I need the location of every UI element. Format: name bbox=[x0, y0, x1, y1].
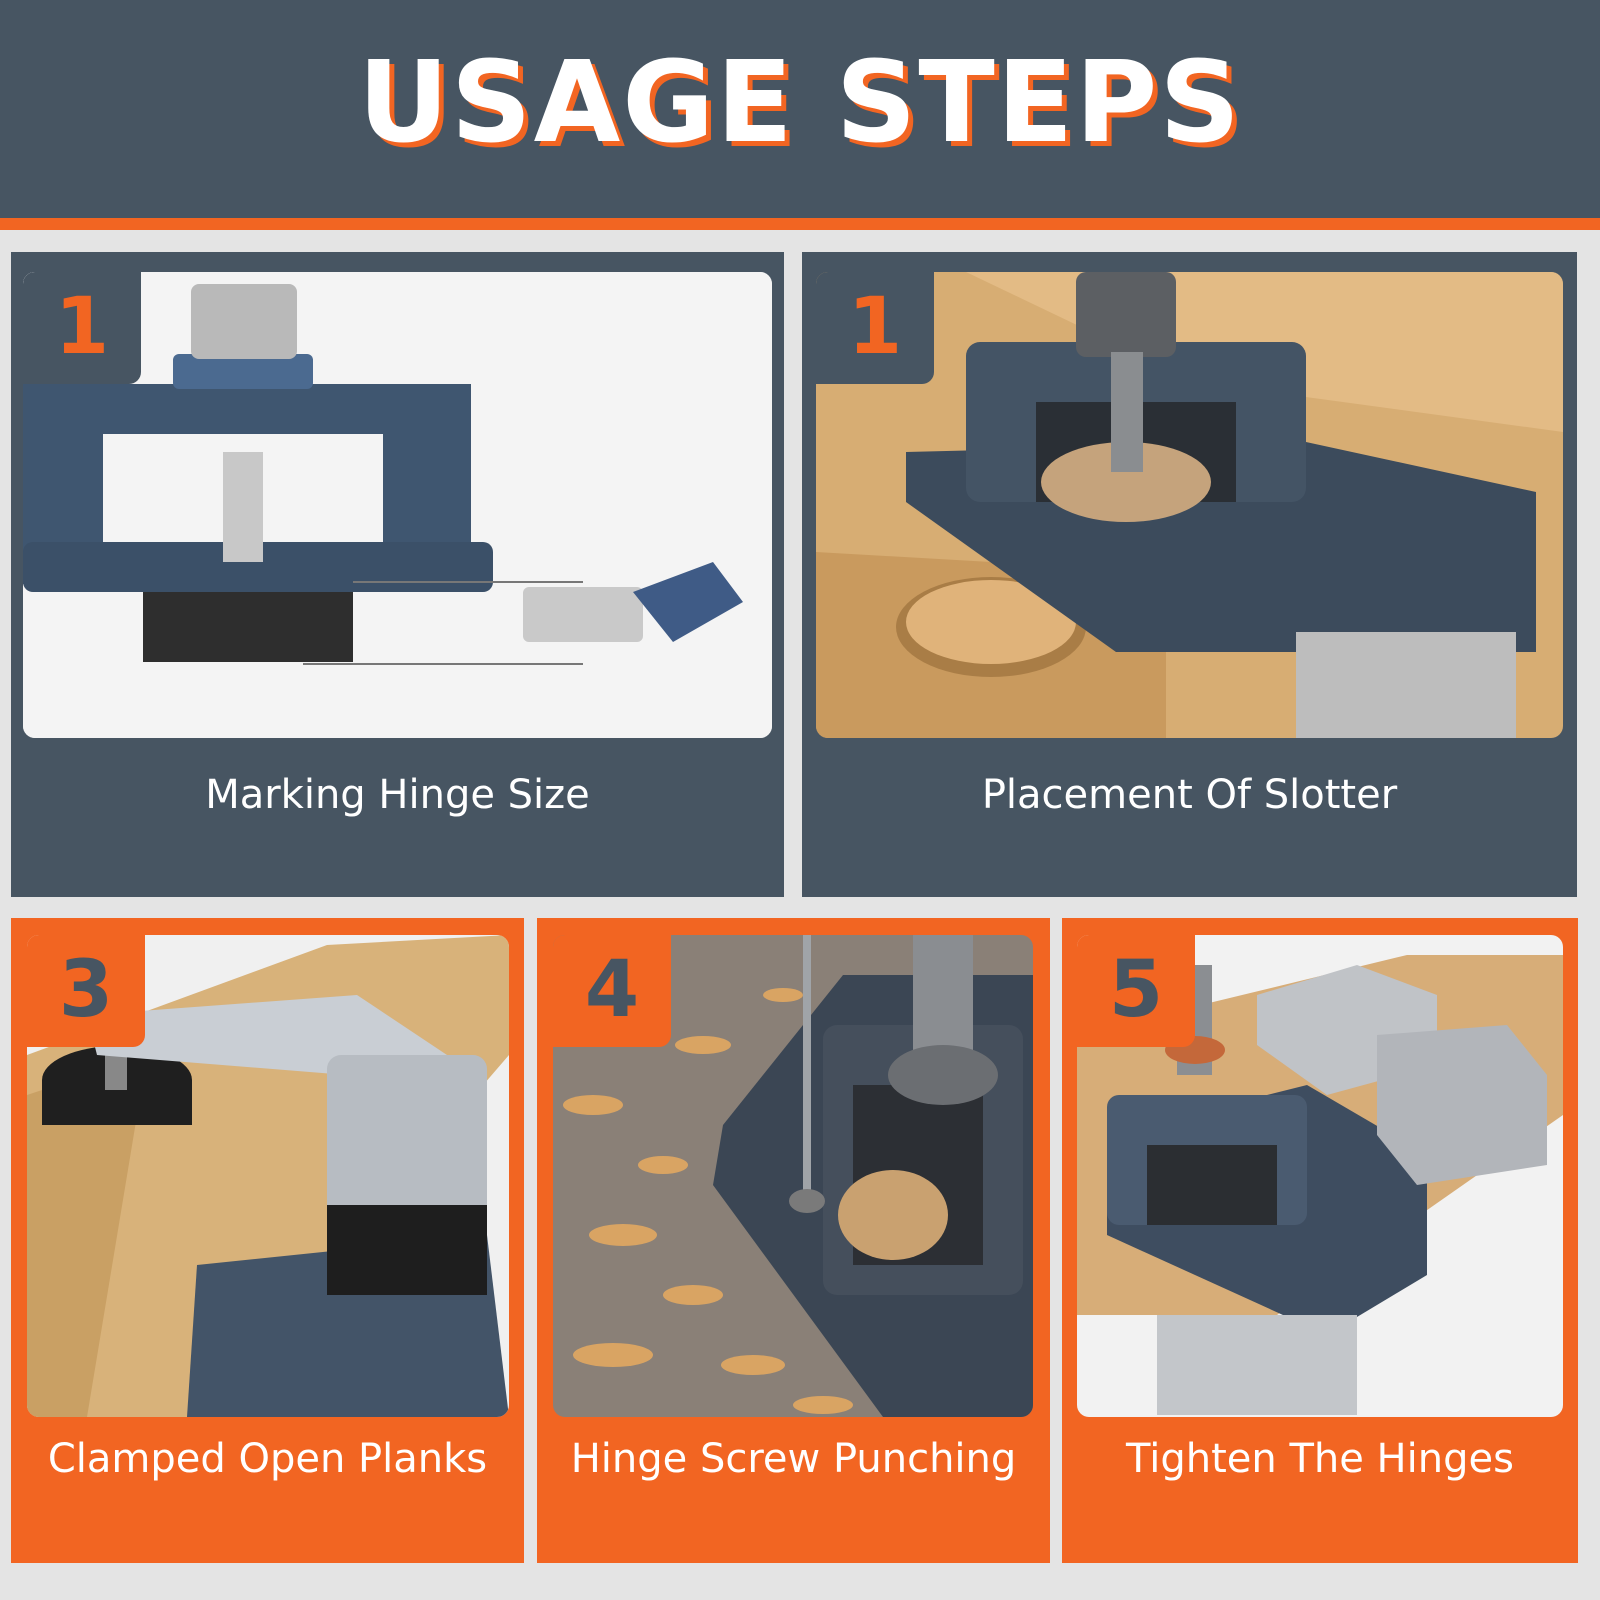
page-title: USAGE STEPS bbox=[357, 38, 1243, 168]
step-number-badge: 4 bbox=[553, 935, 671, 1047]
step-number-badge: 5 bbox=[1077, 935, 1195, 1047]
step-number-badge: 3 bbox=[27, 935, 145, 1047]
step-photo-4: 4 bbox=[553, 935, 1033, 1417]
step-photo-5: 5 bbox=[1077, 935, 1563, 1417]
step-number-badge: 1 bbox=[23, 272, 141, 384]
step-caption: Tighten The Hinges bbox=[1126, 1436, 1514, 1482]
step-caption: Marking Hinge Size bbox=[205, 772, 590, 818]
step-card-3: 3 Clamped Open Planks bbox=[11, 918, 524, 1563]
step-card-5: 5 Tighten The Hinges bbox=[1062, 918, 1578, 1563]
step-caption: Clamped Open Planks bbox=[47, 1436, 488, 1482]
step-photo-2: 1 bbox=[816, 272, 1563, 738]
step-card-1: 1 Marking Hinge Size bbox=[11, 252, 784, 897]
step-photo-3: 3 bbox=[27, 935, 509, 1417]
step-card-4: 4 Hinge Screw Punching bbox=[537, 918, 1050, 1563]
step-caption: Placement Of Slotter bbox=[981, 772, 1398, 818]
header-accent-stripe bbox=[0, 218, 1600, 230]
step-card-2: 1 Placement Of Slotter bbox=[802, 252, 1577, 897]
step-photo-1: 1 bbox=[23, 272, 772, 738]
header-banner bbox=[0, 0, 1600, 218]
step-caption: Hinge Screw Punching bbox=[570, 1436, 1017, 1482]
step-number-badge: 1 bbox=[816, 272, 934, 384]
